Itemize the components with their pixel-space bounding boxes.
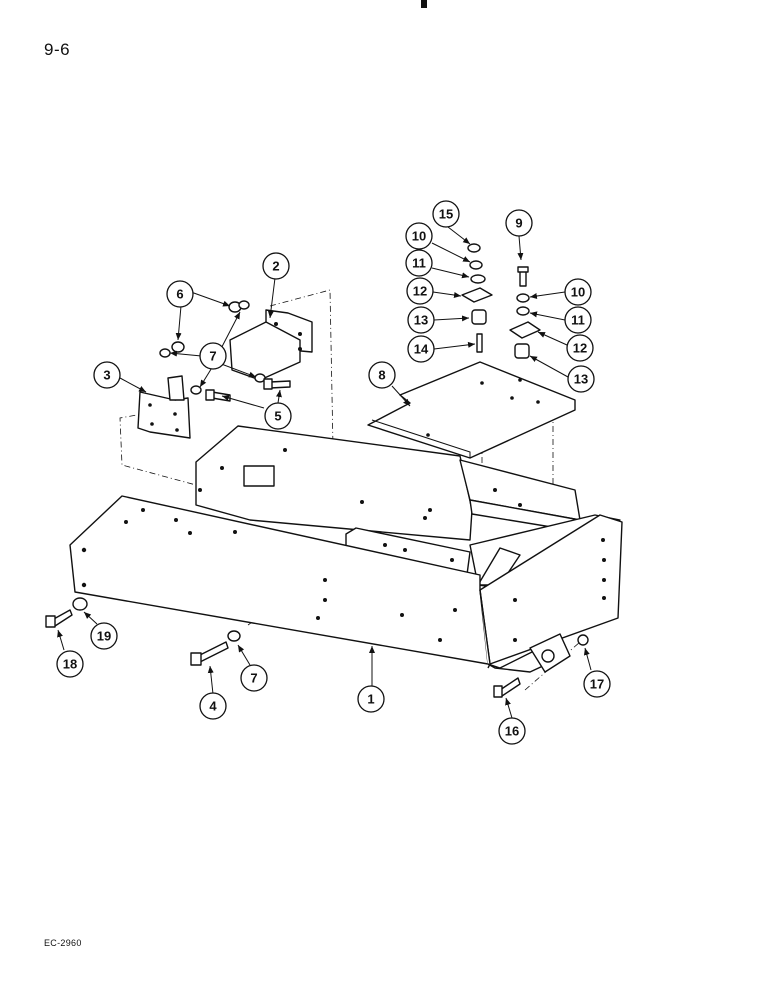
svg-text:11: 11 <box>571 313 585 328</box>
svg-text:13: 13 <box>414 313 428 328</box>
upper-bracket <box>229 309 313 381</box>
page-number: 9-6 <box>44 40 71 59</box>
callout-17: 17 <box>583 670 611 698</box>
callout-3: 3 <box>93 361 121 389</box>
svg-text:19: 19 <box>97 629 111 644</box>
callout-9: 9 <box>505 209 533 237</box>
page-top-mark <box>421 0 427 8</box>
svg-text:4: 4 <box>209 699 217 714</box>
main-frame <box>69 425 623 673</box>
callout-10-right: 10 <box>564 278 592 306</box>
callout-15: 15 <box>432 200 460 228</box>
svg-text:17: 17 <box>590 677 604 692</box>
svg-text:12: 12 <box>413 284 427 299</box>
svg-text:15: 15 <box>439 207 453 222</box>
callout-18: 18 <box>56 650 84 678</box>
svg-text:7: 7 <box>209 349 216 364</box>
svg-text:14: 14 <box>414 342 429 357</box>
callout-1: 1 <box>357 685 385 713</box>
callouts: 1 2 3 4 5 6 7 7 8 9 10 10 11 11 12 12 13… <box>56 200 611 745</box>
svg-text:10: 10 <box>571 285 585 300</box>
svg-text:5: 5 <box>274 409 281 424</box>
callout-19: 19 <box>90 622 118 650</box>
svg-text:11: 11 <box>412 256 426 271</box>
callout-11-left: 11 <box>405 249 433 277</box>
svg-text:16: 16 <box>505 724 519 739</box>
frame-window-cutout <box>243 465 275 487</box>
callout-8: 8 <box>368 361 396 389</box>
side-bracket-plate <box>137 375 191 439</box>
svg-text:2: 2 <box>272 259 279 274</box>
svg-text:1: 1 <box>367 692 374 707</box>
svg-text:8: 8 <box>378 368 385 383</box>
callout-6: 6 <box>166 280 194 308</box>
callout-13-left: 13 <box>407 306 435 334</box>
callout-11-right: 11 <box>564 306 592 334</box>
svg-text:9: 9 <box>515 216 522 231</box>
callout-12-left: 12 <box>406 277 434 305</box>
callout-5: 5 <box>264 402 292 430</box>
svg-text:18: 18 <box>63 657 77 672</box>
callout-12-right: 12 <box>566 334 594 362</box>
svg-text:3: 3 <box>103 368 110 383</box>
callout-7-lower: 7 <box>240 664 268 692</box>
callout-13-right: 13 <box>567 365 595 393</box>
svg-text:10: 10 <box>412 229 426 244</box>
callout-16: 16 <box>498 717 526 745</box>
callout-10-left: 10 <box>405 222 433 250</box>
svg-text:12: 12 <box>573 341 587 356</box>
callout-7-upper: 7 <box>199 342 227 370</box>
leader-lines <box>57 226 592 719</box>
callout-14: 14 <box>407 335 435 363</box>
svg-text:13: 13 <box>574 372 588 387</box>
figure-code: EC-2960 <box>44 938 82 948</box>
callout-2: 2 <box>262 252 290 280</box>
callout-4: 4 <box>199 692 227 720</box>
svg-text:6: 6 <box>176 287 183 302</box>
cover-plate <box>367 361 576 459</box>
svg-text:7: 7 <box>250 671 257 686</box>
